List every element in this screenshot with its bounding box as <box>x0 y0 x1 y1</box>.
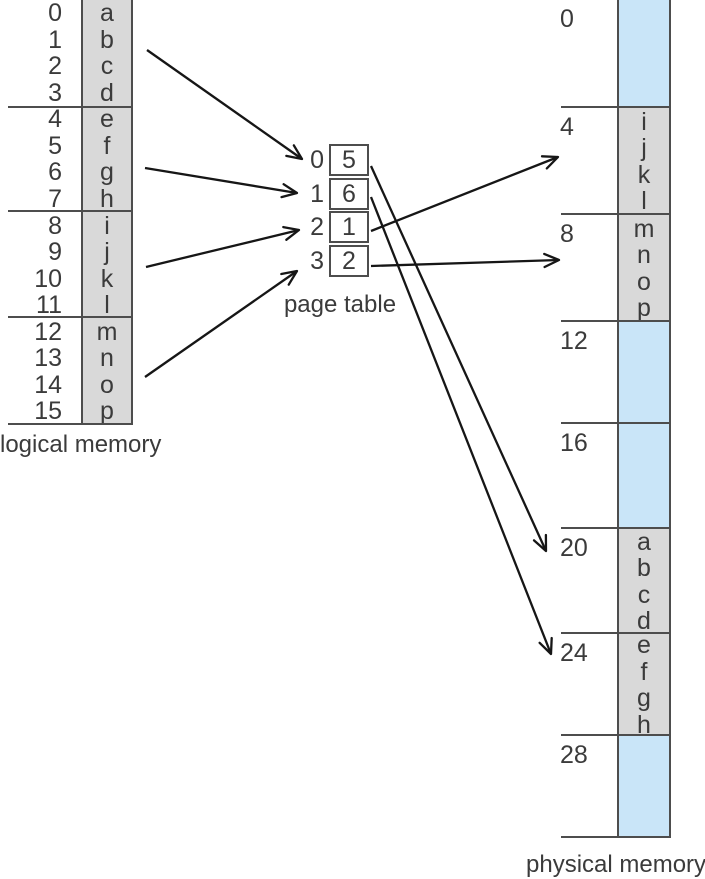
arrow-entry1-to-frame6 <box>369 196 553 656</box>
arrow-page1-to-entry1 <box>144 166 299 199</box>
arrow-page3-to-entry3 <box>144 269 299 378</box>
arrow-entry3-to-frame2 <box>370 252 561 269</box>
arrow-entry2-to-frame1 <box>370 155 560 233</box>
arrow-entry0-to-frame5 <box>369 165 548 553</box>
arrow-page2-to-entry2 <box>145 225 301 269</box>
arrow-page0-to-entry0 <box>146 49 304 161</box>
